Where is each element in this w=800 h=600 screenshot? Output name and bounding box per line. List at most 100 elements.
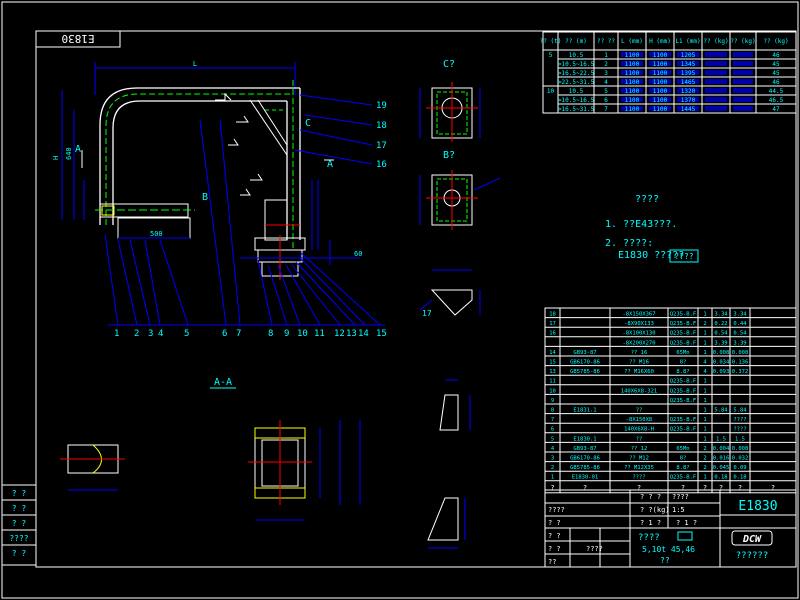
upper-table-cell: >16.5~31.5 <box>558 106 595 113</box>
bom-cell: 1 <box>703 408 706 414</box>
upper-table-cell: 1100 <box>653 79 668 86</box>
strip-label-2: ? ? <box>12 519 27 528</box>
bom-cell: Q235-B.F <box>670 312 697 318</box>
upper-table-cell: >16.5~22.5 <box>558 70 595 77</box>
bom-cell: 1 <box>703 331 706 337</box>
tb-sheet: ? 1 ? <box>640 519 661 527</box>
bom-cell: 15 <box>549 360 556 366</box>
upper-table-cell: 7 <box>604 106 608 113</box>
bom-cell: E1831.1 <box>573 408 596 414</box>
bom-cell: E1830-01 <box>572 475 599 481</box>
bom-header: ? <box>719 484 723 492</box>
upper-table-cell: 1100 <box>625 79 640 86</box>
bom-cell: 1 <box>703 379 706 385</box>
bom-cell: 0.372 <box>732 369 749 375</box>
bom-cell: Q235-B.F <box>670 388 697 394</box>
bom-cell: 4 <box>551 446 555 452</box>
bom-cell: 18 <box>549 312 556 318</box>
main-view: L H 640 60 <box>52 60 387 339</box>
sign-row-3: ?? <box>548 558 556 566</box>
bom-cell: 8 <box>551 408 554 414</box>
bom-cell: Q235-B.F <box>670 427 697 433</box>
bom-cell: -8X100X130 <box>622 331 655 337</box>
bom-cell: 0.09 <box>733 465 746 471</box>
bom-cell: 1 <box>703 427 706 433</box>
bom-cell: 0.008 <box>713 350 730 356</box>
upper-table-cell: 1100 <box>653 61 668 68</box>
bom-cell: 140X6X8-321 <box>621 388 657 394</box>
strip-label-4: ? ? <box>12 549 27 558</box>
callout-9: 9 <box>284 329 289 339</box>
bom-header: ? <box>738 484 742 492</box>
part-17-view: 17 <box>419 269 481 318</box>
upper-table-header: ?? (kg) <box>730 38 755 45</box>
bom-cell: 0.54 <box>714 331 728 337</box>
tb-scale-label: ? ?(kg) <box>640 506 670 514</box>
tb-stage-val: ???? <box>672 493 689 501</box>
upper-table-cell: >10.5~16.5 <box>558 61 595 68</box>
bom-header: ? <box>703 484 707 492</box>
bom-cell: 0.18 <box>714 475 727 481</box>
bom-cell: 1 <box>703 417 706 423</box>
bom-cell: 0.008 <box>732 350 749 356</box>
upper-table-cell: 5 <box>604 88 608 95</box>
bom-cell: 140X6X8-H <box>624 427 654 433</box>
notes-line1: 1. ??E43???. <box>605 219 677 230</box>
bom-cell: Q235-B.F <box>670 475 697 481</box>
label-a-left: A <box>75 144 81 155</box>
upper-table-cell: 46 <box>772 79 780 86</box>
bom-cell: 0.54 <box>733 331 747 337</box>
upper-table-cell: 1100 <box>653 106 668 113</box>
bom-cell: 0.44 <box>733 321 747 327</box>
tb-title-dept: ?? <box>660 556 670 565</box>
bom-cell: 2 <box>703 321 706 327</box>
bom-cell: 0.008 <box>732 446 749 452</box>
bom-cell: 2 <box>551 465 554 471</box>
callout-7: 7 <box>236 329 241 339</box>
bom-cell: 8? <box>680 360 687 366</box>
view-b-label: B? <box>443 150 455 161</box>
bom-header: ? <box>637 484 641 492</box>
upper-table-header: ?? ?? <box>597 38 615 45</box>
bom-cell: 0.004 <box>713 446 730 452</box>
dim-h1: H <box>52 156 60 160</box>
title-code: E1830 <box>738 499 777 514</box>
label-b: B <box>202 192 208 203</box>
bom-cell: ?? 12 <box>631 446 648 452</box>
code-box <box>35 30 121 48</box>
callout-4: 4 <box>158 329 163 339</box>
section-aa: A-A <box>60 377 361 521</box>
bom-header: ? <box>550 484 554 492</box>
bom-cell: 0.034 <box>713 360 730 366</box>
bom-cell: ?? <box>636 408 643 414</box>
bom-cell: 1 <box>703 398 706 404</box>
notes-line2: 2. ????: <box>605 238 653 249</box>
bom-cell: 3.34 <box>714 312 728 318</box>
callout-3: 3 <box>148 329 153 339</box>
upper-table-cell: 1100 <box>625 61 640 68</box>
strip-label-1: ? ? <box>12 504 27 513</box>
upper-table-cell: 1100 <box>653 70 668 77</box>
bom-cell: 0.18 <box>733 475 746 481</box>
title-block: E1830 DCW ?????? ? ? ? ???? ? ?(kg) 1:5 … <box>544 489 797 568</box>
code-mirrored: E1830 <box>61 32 94 45</box>
left-strip: ? ? ? ? ? ? ???? ? ? <box>1 484 37 566</box>
callout-13: 13 <box>346 329 357 339</box>
bom-cell: 1 <box>703 312 706 318</box>
bom-cell: 2 <box>703 456 706 462</box>
tb-mark1: ???? <box>548 506 565 514</box>
upper-table-header: L (mm) <box>621 38 643 45</box>
strip-label-3: ???? <box>9 534 28 543</box>
bom-cell: 8.8? <box>676 369 689 375</box>
upper-table-cell: 3 <box>604 70 608 77</box>
bom-cell: 2 <box>703 446 706 452</box>
bom-cell: E1830.1 <box>573 436 596 442</box>
dim-h2: 640 <box>65 147 73 160</box>
bom-cell: 1 <box>703 475 706 481</box>
upper-table-cell: 4 <box>604 79 608 86</box>
sign-row-1: ? ? <box>548 532 561 540</box>
bom-cell: 5.84 <box>733 408 747 414</box>
upper-table-header: ?? (m) <box>565 38 587 45</box>
bom-cell: 1 <box>703 350 706 356</box>
inner-frame <box>35 30 797 568</box>
